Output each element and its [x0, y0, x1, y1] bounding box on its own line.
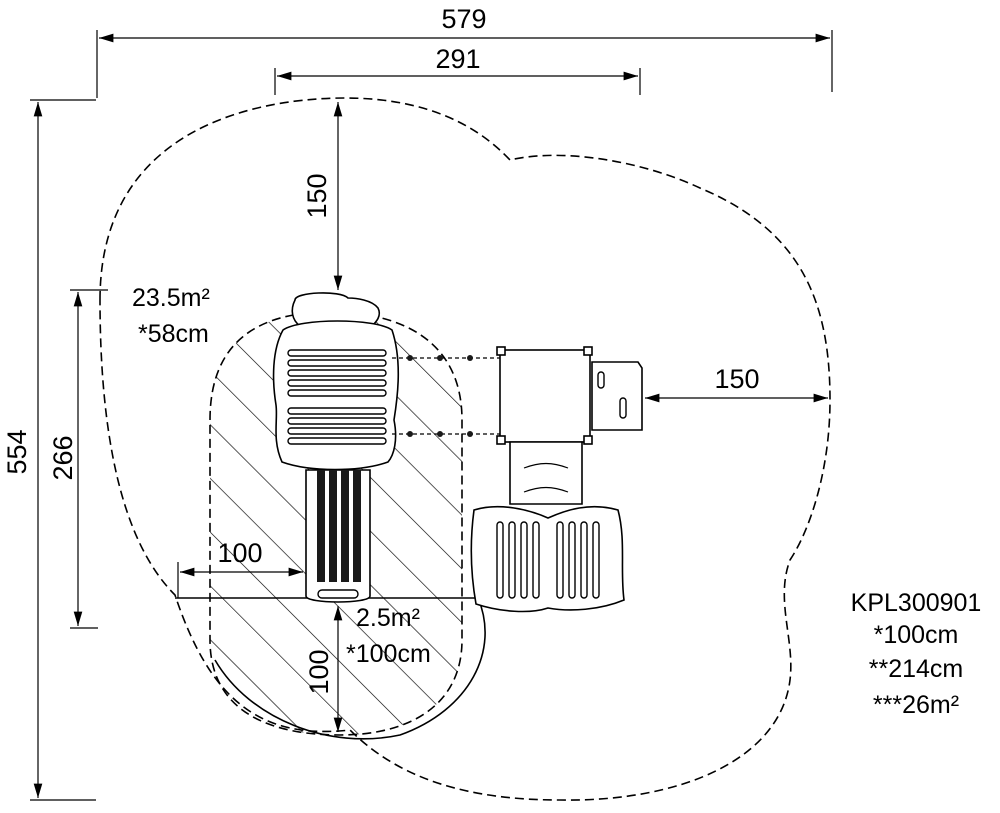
slide-exit-zone: [175, 597, 486, 740]
product-spec-block: KPL300901 *100cm **214cm ***26m²: [851, 589, 982, 719]
outer-safety-zone: [99, 97, 831, 801]
total-height: **214cm: [869, 655, 964, 683]
product-code: KPL300901: [851, 589, 982, 617]
main-height-label: *58cm: [138, 320, 209, 348]
slide-height-label: *100cm: [346, 640, 431, 668]
dimension-inner-width: 291: [274, 44, 641, 95]
right-clearance-label: 150: [714, 364, 759, 394]
inner-width-label: 291: [435, 44, 480, 74]
slide-exit-label: 100: [304, 649, 334, 694]
overall-width-label: 579: [441, 4, 486, 34]
left-tower: [272, 292, 400, 603]
slide: [305, 469, 371, 603]
dimension-overall-height: 554: [2, 99, 96, 801]
tower-grip-slots: [287, 349, 387, 445]
top-clearance-label: 150: [302, 173, 332, 218]
dimension-slide-exit: 100: [304, 606, 343, 732]
dimension-overall-width: 579: [96, 4, 833, 98]
bridge-connectors: [392, 355, 500, 437]
right-platform: [496, 346, 643, 505]
overall-height-label: 554: [2, 429, 32, 474]
slide-area-label: 2.5m²: [356, 604, 420, 632]
panel-slots: [496, 521, 600, 599]
dimension-slide-side: 100: [177, 538, 303, 598]
main-area-label: 23.5m²: [132, 284, 210, 312]
slide-side-label: 100: [217, 538, 262, 568]
free-fall-height: *100cm: [874, 621, 959, 649]
climbing-panel: [470, 505, 625, 613]
structure-height-label: 266: [48, 435, 78, 480]
dimension-top-clearance: 150: [302, 102, 343, 290]
dimension-structure-height: 266: [48, 289, 108, 629]
dimension-right-clearance: 150: [645, 364, 828, 403]
total-area: ***26m²: [873, 691, 959, 719]
